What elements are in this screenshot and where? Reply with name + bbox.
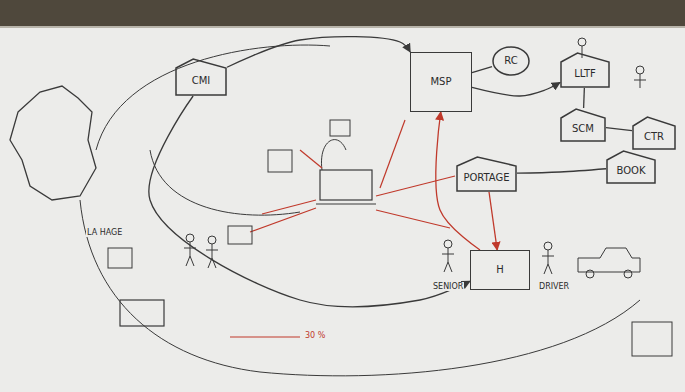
house-box: PORTAGE xyxy=(456,156,517,192)
node-label: CMI xyxy=(192,75,211,87)
wall xyxy=(0,0,685,30)
node-label: MSP xyxy=(430,76,451,88)
sketch-box xyxy=(228,226,252,244)
screen-sketch xyxy=(632,322,672,356)
house-box: CMI xyxy=(175,58,227,96)
note-label: LA HAGE xyxy=(86,228,123,237)
connector xyxy=(517,169,606,173)
sketch-loop xyxy=(96,45,330,150)
sketch-box xyxy=(120,300,164,326)
sketch-loop xyxy=(80,200,640,376)
paper-sheet xyxy=(0,26,685,392)
sketch-curve xyxy=(321,140,346,170)
red-arrows xyxy=(230,120,455,337)
house-box: BOOK xyxy=(606,150,656,184)
small-house xyxy=(330,120,350,136)
house-box: CTR xyxy=(632,116,676,150)
node-label: CTR xyxy=(644,131,664,143)
note-label: DRIVER xyxy=(538,282,570,291)
connector xyxy=(227,37,410,68)
connector xyxy=(149,96,470,307)
note-label: 30 % xyxy=(304,331,326,340)
house-box: LLTF xyxy=(560,52,610,88)
car-sketch xyxy=(578,248,640,278)
table-line xyxy=(316,203,376,204)
node-label: BOOK xyxy=(617,165,646,177)
connector xyxy=(606,128,632,131)
stick-figures xyxy=(184,38,646,274)
circle-node: RC xyxy=(492,46,530,76)
sketch-box xyxy=(108,248,132,268)
connector xyxy=(472,67,492,73)
central-figure xyxy=(320,170,372,200)
node-label: H xyxy=(496,264,504,276)
node-label: PORTAGE xyxy=(463,172,509,184)
paper-edge xyxy=(0,26,685,28)
map-outline xyxy=(10,86,96,200)
small-house xyxy=(268,150,292,172)
process-box: H xyxy=(470,250,530,290)
note-label: SENIOR xyxy=(432,282,464,291)
node-label: SCM xyxy=(572,123,594,135)
sketch-loop xyxy=(150,150,300,215)
house-box: SCM xyxy=(560,108,606,142)
process-box: MSP xyxy=(410,52,472,112)
connector xyxy=(583,88,585,108)
node-label: LLTF xyxy=(574,68,596,80)
node-label: RC xyxy=(504,55,517,67)
connector xyxy=(472,83,560,97)
connector xyxy=(489,192,497,250)
